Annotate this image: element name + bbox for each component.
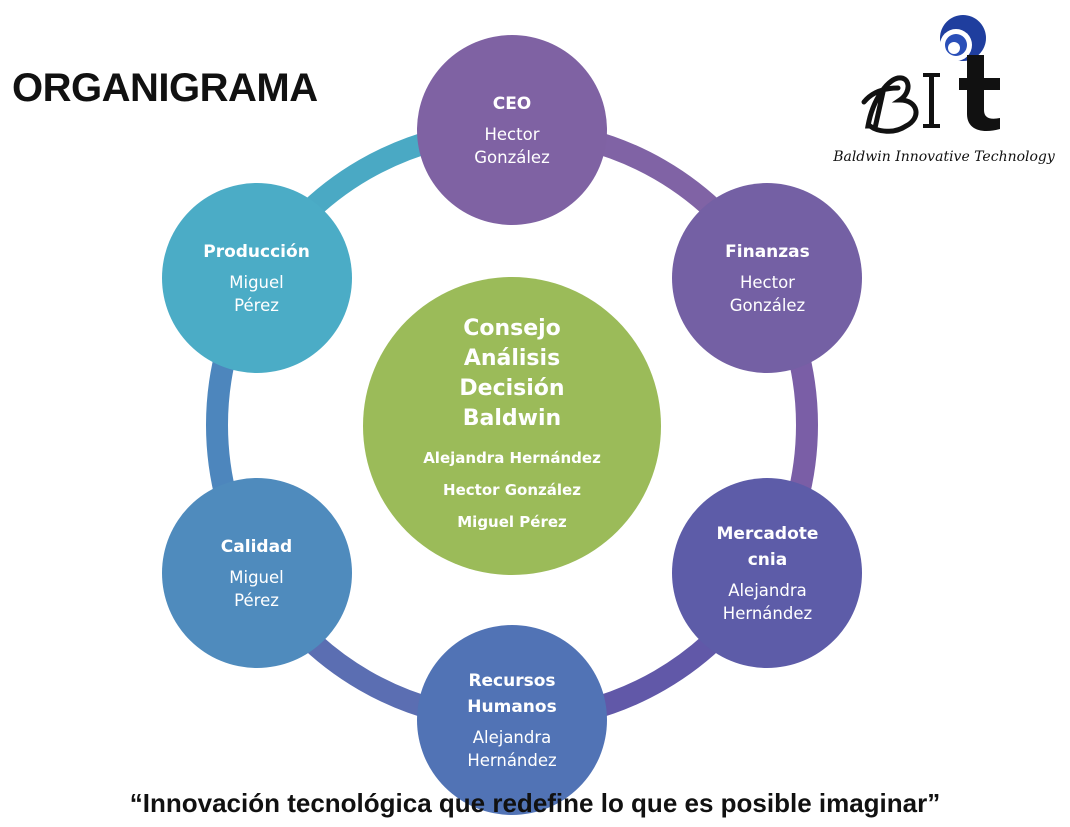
council-node: Consejo Análisis Decisión Baldwin Alejan… bbox=[363, 277, 661, 575]
node-person-line: Miguel bbox=[229, 567, 284, 587]
council-title-line: Baldwin bbox=[462, 406, 562, 431]
node-person-line: González bbox=[729, 295, 806, 315]
node-person-line: González bbox=[474, 148, 550, 167]
council-title: Consejo Análisis Decisión Baldwin bbox=[459, 314, 564, 434]
node-title: Mercadote cnia bbox=[716, 523, 819, 570]
logo-caption: Baldwin Innovative Technology bbox=[833, 149, 1055, 165]
node-title: Calidad bbox=[220, 536, 293, 557]
node-person-line: Hernández bbox=[722, 603, 813, 623]
council-member: Hector González bbox=[443, 481, 581, 499]
council-title-line: Decisión bbox=[459, 376, 565, 401]
council-members: Alejandra Hernández Hector González Migu… bbox=[423, 442, 601, 538]
node-title: CEO bbox=[492, 94, 532, 114]
node-title: Producción bbox=[203, 241, 310, 262]
node-person-line: Miguel bbox=[229, 272, 284, 292]
node-person-line: Hector bbox=[484, 125, 540, 144]
node-person-line: Pérez bbox=[234, 295, 279, 315]
council-title-line: Consejo bbox=[463, 316, 561, 341]
node-person-line: Alejandra bbox=[728, 580, 807, 600]
council-title-line: Análisis bbox=[463, 346, 561, 371]
slogan: “Innovación tecnológica que redefine lo … bbox=[129, 788, 941, 818]
node-person-line: Hernández bbox=[467, 751, 557, 770]
council-member: Alejandra Hernández bbox=[423, 449, 601, 467]
node-title: Finanzas bbox=[725, 241, 810, 262]
node-person-line: Alejandra bbox=[472, 728, 552, 747]
bit-logo bbox=[828, 8, 1060, 183]
node-person-line: Pérez bbox=[234, 590, 279, 610]
node-person-line: Hector bbox=[739, 272, 795, 292]
council-member: Miguel Pérez bbox=[457, 513, 567, 531]
node-title: Recursos Humanos bbox=[467, 671, 557, 717]
page-title: ORGANIGRAMA bbox=[12, 66, 318, 110]
